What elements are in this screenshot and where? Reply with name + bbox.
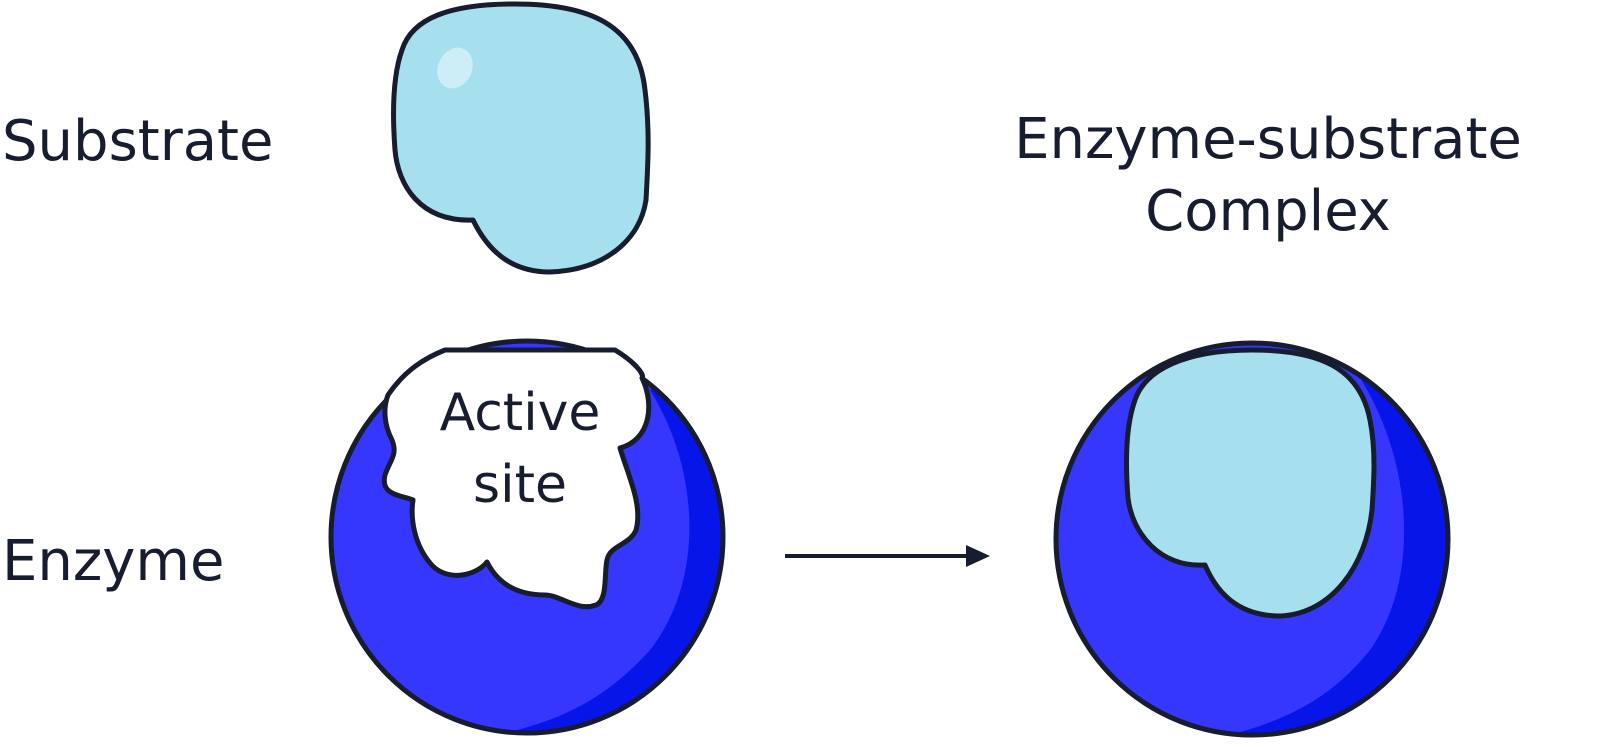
complex-label-line1: Enzyme-substrate (1014, 107, 1522, 172)
reaction-arrow (785, 545, 990, 567)
enzyme-label: Enzyme (2, 529, 224, 594)
complex-shape (1053, 340, 1451, 738)
active-site-label-line2: site (473, 455, 567, 515)
active-site-label-line1: Active (440, 383, 601, 443)
enzyme-shape: Active site (328, 338, 726, 736)
substrate-highlight (437, 47, 473, 89)
complex-label-line2: Complex (1145, 179, 1391, 244)
bound-substrate (1123, 347, 1377, 619)
substrate-label: Substrate (2, 109, 273, 174)
active-site (381, 347, 652, 610)
substrate-shape (391, 1, 651, 275)
